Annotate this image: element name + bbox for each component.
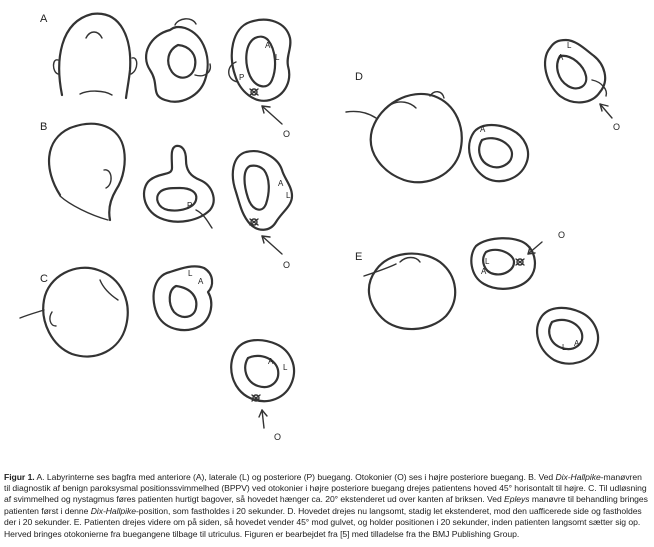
- panel-b-head: [48, 122, 126, 222]
- panel-d-labyrinth-upper: [543, 38, 608, 104]
- panel-letter-b: B: [40, 121, 47, 133]
- panel-d-head: [345, 91, 463, 184]
- otoconia-arrow-a: [261, 105, 283, 125]
- figure-caption: Figur 1. A. Labyrinterne ses bagfra med …: [4, 472, 648, 540]
- canal-label-lateral-d: L: [567, 41, 572, 50]
- canal-label-anterior-b: A: [278, 179, 284, 188]
- panel-c-labyrinth-upper: [152, 265, 214, 332]
- panel-b-labyrinth-left: [142, 144, 215, 229]
- canal-label-anterior-e2: A: [574, 339, 580, 348]
- otoconia-arrow-b: [261, 235, 283, 255]
- panel-c-labyrinth-lower: [230, 338, 296, 403]
- canal-label-anterior-e: A: [481, 267, 487, 276]
- panel-letter-d: D: [355, 71, 363, 83]
- caption-em3: Dix-Hallpike: [90, 505, 136, 516]
- otoconia-label-e: O: [558, 230, 565, 240]
- panel-b-labyrinth-right: [231, 150, 294, 231]
- panel-e-head: [363, 252, 457, 331]
- canal-label-lateral-c2: L: [283, 363, 288, 372]
- otoconia-label-d: O: [613, 122, 620, 132]
- panel-a-labyrinth-right: [228, 18, 292, 102]
- panel-a-head: [52, 12, 138, 100]
- figure-svg: A B C D E A L P O P: [19, 12, 620, 442]
- canal-label-lateral-a: L: [275, 53, 280, 62]
- canal-label-anterior-a: A: [265, 41, 271, 50]
- panel-letter-a: A: [40, 13, 48, 25]
- panel-letter-e: E: [355, 251, 362, 263]
- otoconia-label-b: O: [283, 260, 290, 270]
- panel-d-labyrinth-lower: [468, 123, 530, 183]
- canal-label-lateral-e: L: [485, 257, 490, 266]
- canal-label-anterior-c2: A: [268, 357, 274, 366]
- canal-label-lateral-e2: L: [562, 343, 567, 352]
- panel-letter-c: C: [40, 273, 48, 285]
- otoconia-arrow-c: [258, 409, 268, 429]
- panel-a-labyrinth-left: [144, 18, 212, 103]
- canal-label-lateral-c: L: [188, 269, 193, 278]
- canal-label-lateral-b: L: [286, 191, 291, 200]
- caption-seg3: manøvre til behandling bringes patienten…: [4, 494, 648, 516]
- canal-label-anterior-c: A: [198, 277, 204, 286]
- otoconia-label-a: O: [283, 129, 290, 139]
- caption-seg1: A. Labyrinterne ses bagfra med anteriore…: [34, 471, 556, 482]
- caption-seg4: -position, som fastholdes i 20 sekunder.…: [4, 505, 642, 539]
- caption-seg2: -manøvren til diagnostik af benign parok…: [4, 471, 647, 505]
- canal-label-posterior-a: P: [239, 73, 244, 82]
- canal-label-anterior-d: A: [558, 53, 564, 62]
- otoconia-label-c: O: [274, 432, 281, 442]
- panel-e-labyrinth-upper: [470, 237, 536, 290]
- canal-label-posterior-b: P: [187, 201, 192, 210]
- caption-prefix: Figur 1.: [4, 471, 35, 482]
- panel-c-head: [19, 266, 129, 358]
- panel-e-labyrinth-lower: [536, 306, 600, 365]
- figure-illustration: A B C D E A L P O P: [19, 12, 620, 442]
- otoconia-arrow-d: [599, 103, 613, 119]
- canal-label-anterior-d2: A: [480, 125, 486, 134]
- caption-em1: Dix-Hallpike: [555, 471, 601, 482]
- caption-em2: Epleys: [504, 494, 530, 505]
- otoconia-arrow-e: [527, 241, 543, 255]
